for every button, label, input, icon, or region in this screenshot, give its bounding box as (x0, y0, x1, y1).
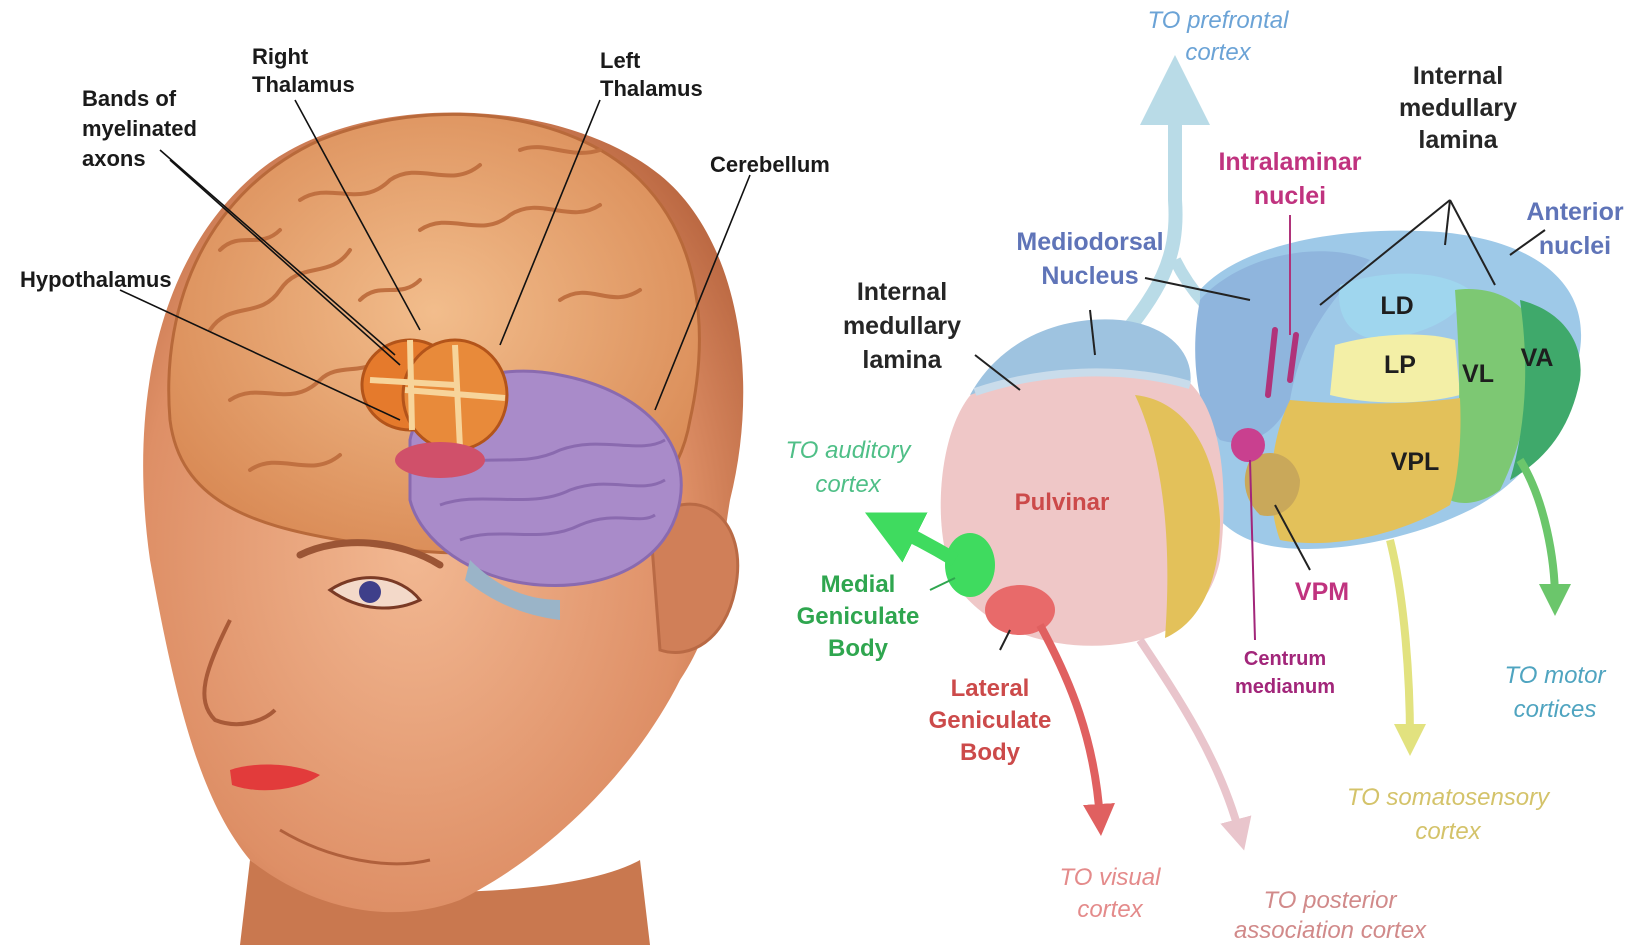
cerebellum-label: Cerebellum (710, 152, 830, 177)
hypothalamus-body (395, 442, 485, 478)
posterior-arrow (1140, 640, 1240, 835)
iris (359, 581, 381, 603)
medial-geniculate-body (945, 533, 995, 597)
vpm-label: VPM (1295, 578, 1349, 606)
somatosensory-arrow (1390, 540, 1410, 740)
head-illustration (143, 112, 743, 945)
motor-arrow (1520, 460, 1555, 600)
va-label: VA (1521, 344, 1554, 372)
vl-label: VL (1462, 360, 1494, 388)
ld-label: LD (1380, 292, 1413, 320)
lp-label: LP (1384, 351, 1416, 379)
prefrontal-arrow (1105, 90, 1176, 360)
centrum-medianum-body (1231, 428, 1265, 462)
pulvinar-label: Pulvinar (1015, 489, 1110, 516)
hypothalamus-label: Hypothalamus (20, 267, 172, 292)
vpl-label: VPL (1391, 448, 1440, 476)
